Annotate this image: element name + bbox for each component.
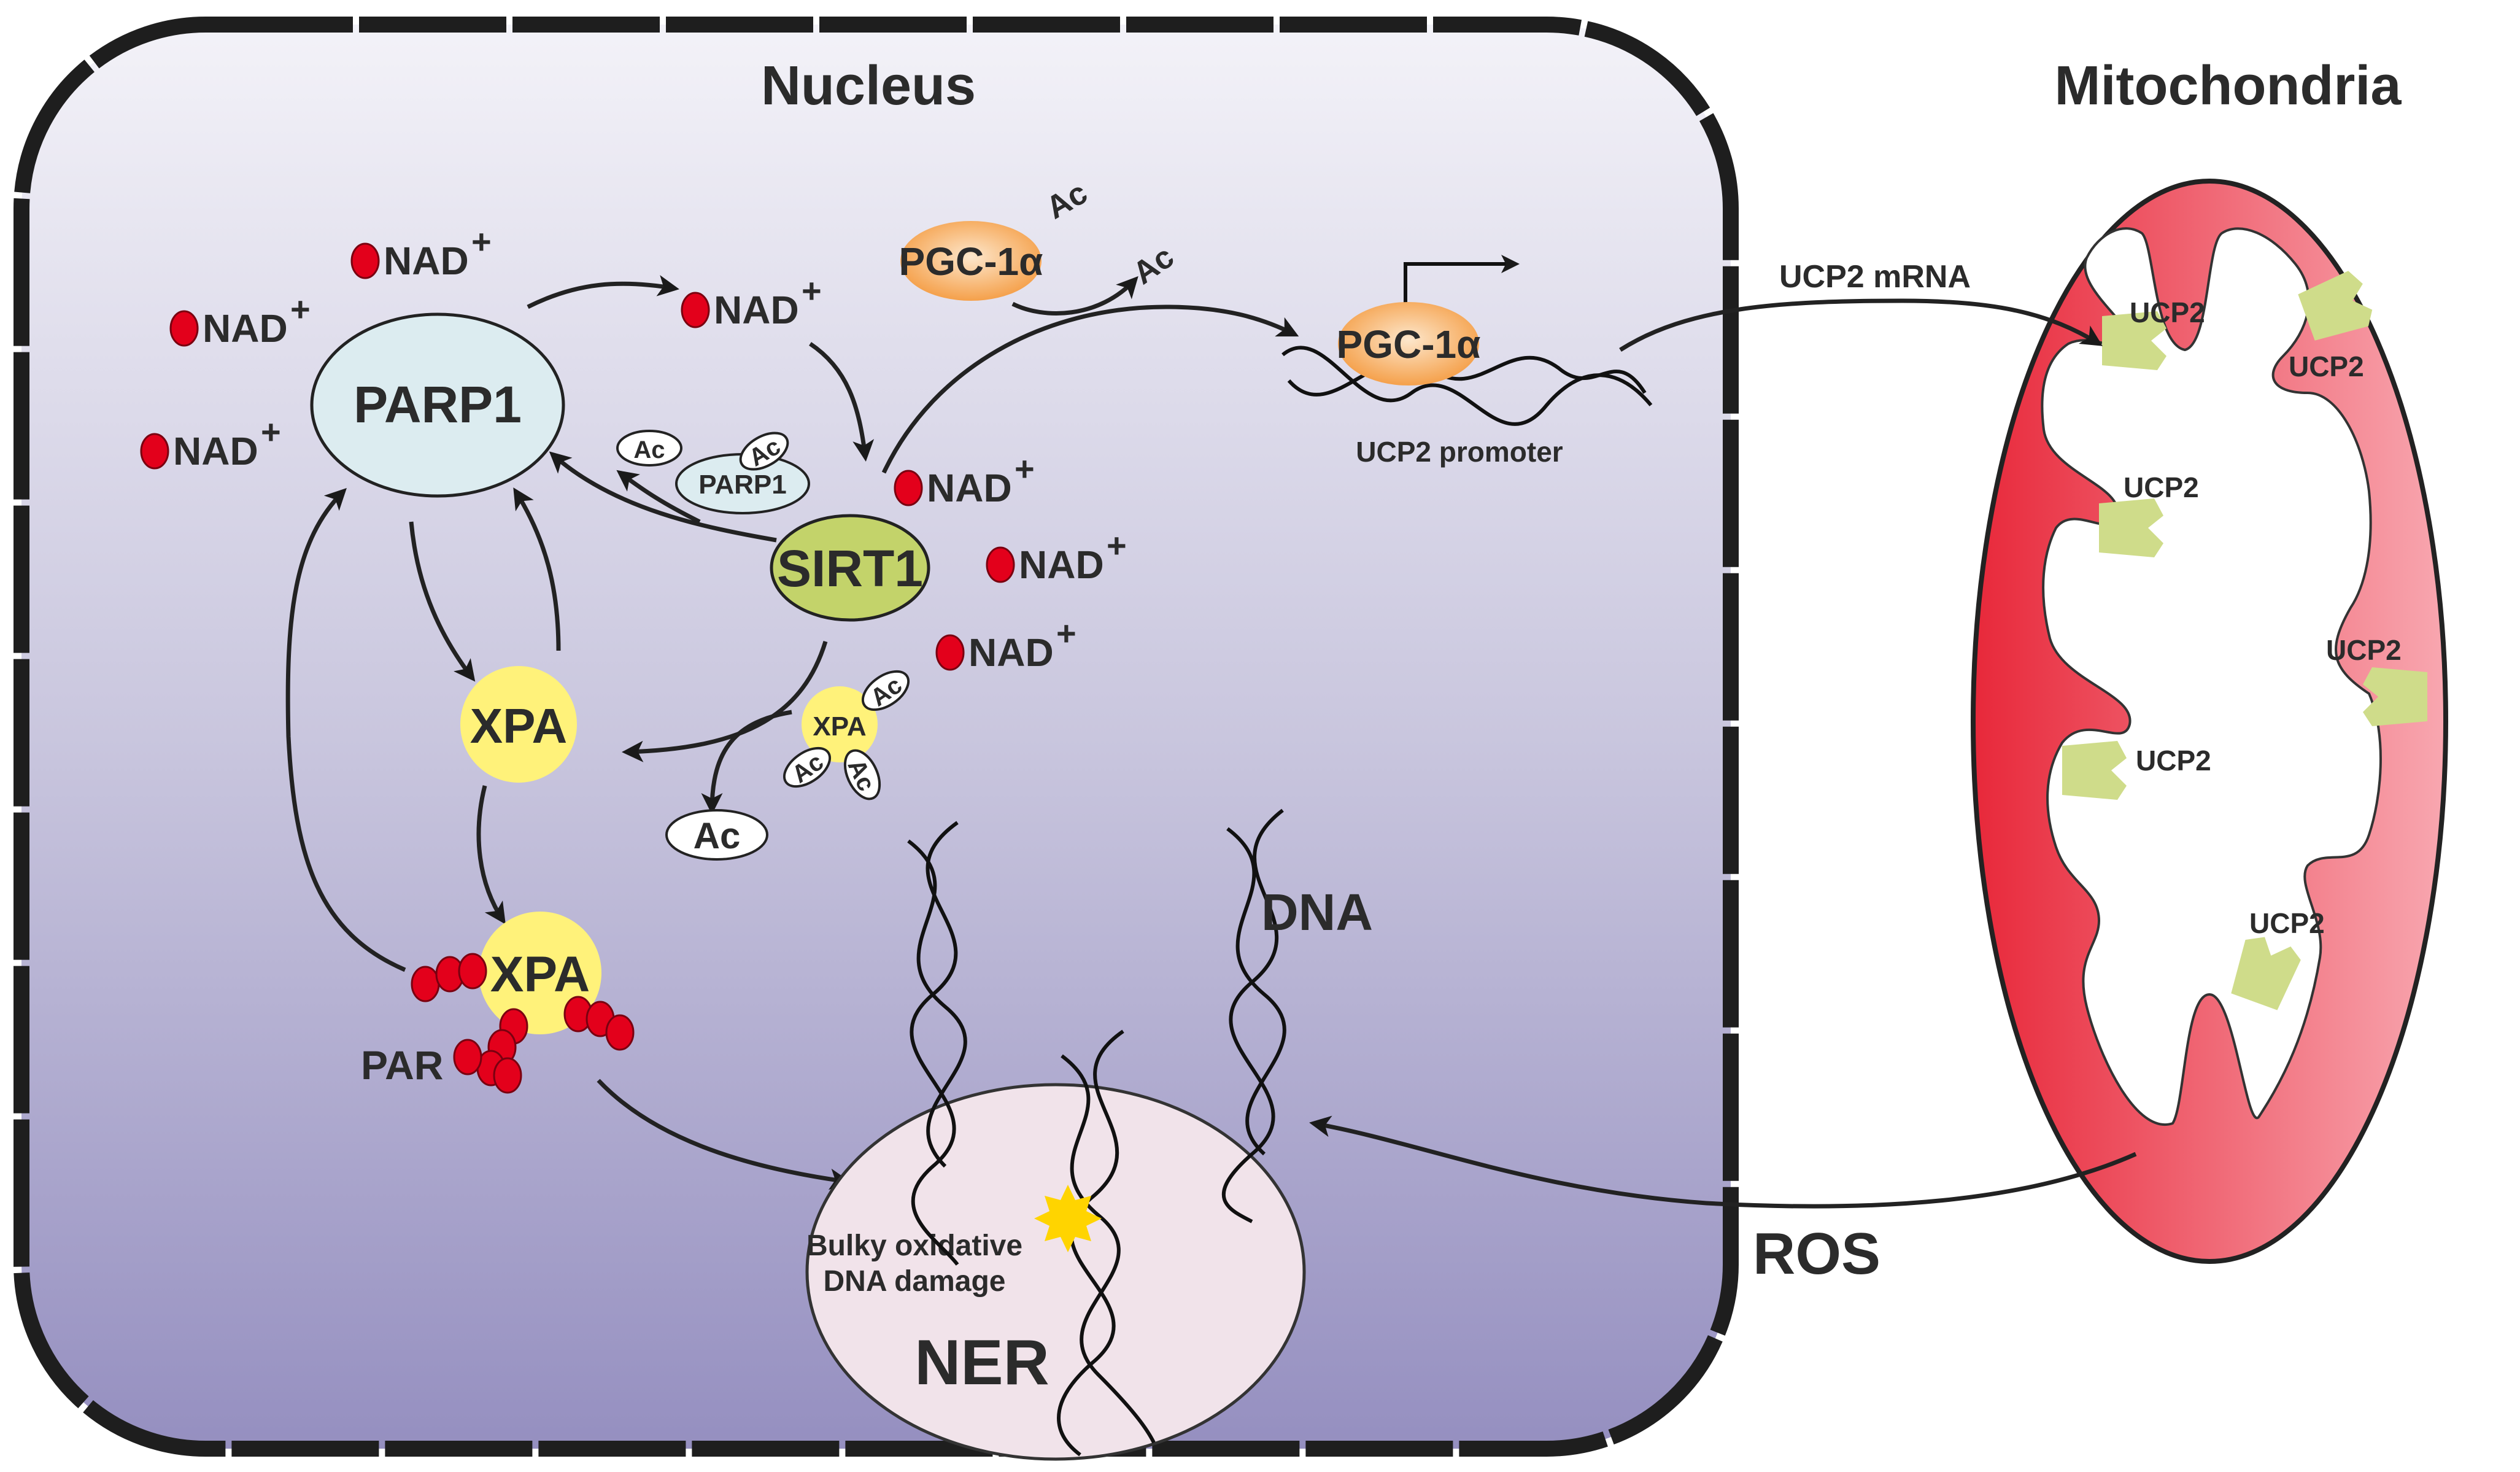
nad-charge: + — [290, 290, 311, 328]
parylated-xpa-label: XPA — [490, 947, 590, 1002]
arrow-sirt1-to-xpa — [622, 640, 828, 762]
ner-complex: NER Bulky oxidative DNA damage — [805, 1083, 1306, 1461]
nad-charge: + — [1107, 526, 1127, 565]
arrow-xpa-to-parp1 — [513, 487, 561, 651]
dna-label: DNA — [1261, 883, 1373, 941]
ucp2-proteins: UCP2 UCP2 UCP2 UCP2 UCP2 UCP2 — [2062, 271, 2427, 1010]
nad-charge: + — [471, 222, 492, 261]
nucleus-title: Nucleus — [761, 55, 976, 117]
ucp2-label: UCP2 — [2136, 745, 2211, 777]
arrow-ros — [1309, 1115, 2137, 1209]
ucp2-label: UCP2 — [2289, 351, 2364, 382]
arrow-parp1-to-xpa — [409, 521, 476, 682]
damage-label-line1: Bulky oxidative — [806, 1230, 1022, 1262]
damage-label-line2: DNA damage — [824, 1265, 1006, 1298]
ac-label: Ac — [694, 815, 741, 856]
ac-group: Ac — [616, 430, 682, 467]
nad-label: NAD — [927, 466, 1012, 510]
nad-charge: + — [802, 271, 822, 310]
arrow-xpa-release-ac — [701, 710, 792, 815]
pgc1a-label: PGC-1α — [1337, 322, 1481, 366]
parp1-protein: PARP1 — [310, 312, 565, 498]
arrow-sirt1-to-parp1 — [549, 451, 777, 543]
pathway-arrows — [285, 275, 1299, 1190]
nad-label: NAD — [1019, 543, 1104, 587]
ucp2-protein: UCP2 — [2102, 296, 2205, 370]
nad-molecule: NAD + — [681, 271, 822, 332]
nad-molecule: NAD + — [935, 614, 1076, 675]
xpa-protein: XPA — [460, 666, 577, 783]
arrow-parp1-consumes-nad — [527, 275, 679, 309]
sirt1-protein: SIRT1 — [770, 514, 930, 622]
mitochondria-title: Mitochondria — [2055, 55, 2402, 117]
ucp2-protein — [2363, 667, 2427, 726]
ucp2-mrna-label: UCP2 mRNA — [1779, 259, 1971, 295]
par-chain — [411, 953, 635, 1094]
nad-label: NAD — [968, 630, 1054, 675]
ros-label: ROS — [1753, 1221, 1880, 1287]
arrow-par-to-parp1 — [285, 488, 406, 972]
acetylated-parp1: PARP1 Ac — [675, 432, 810, 514]
ucp2-label: UCP2 — [2130, 296, 2205, 328]
nad-molecule: NAD + — [169, 290, 311, 351]
xpa-label: XPA — [470, 699, 568, 753]
nad-molecule: NAD + — [894, 449, 1035, 510]
ucp2-label: UCP2 — [2249, 907, 2325, 939]
nad-molecule: NAD + — [986, 526, 1127, 587]
nad-label: NAD — [173, 429, 258, 473]
pgc1a-bound: PGC-1α — [1337, 302, 1481, 385]
ucp2-protein: UCP2 — [2062, 741, 2211, 800]
ac-group: Ac — [665, 809, 768, 861]
arrow-sirt1-to-pgc1a — [881, 304, 1299, 474]
nad-label: NAD — [384, 239, 469, 283]
nad-label: NAD — [203, 306, 288, 351]
dna-helices: DNA — [907, 808, 1373, 1457]
arrow-xpa-to-ner — [597, 1079, 851, 1190]
parp1-label: PARP1 — [354, 376, 522, 433]
ucp2-label: UCP2 — [2326, 634, 2402, 666]
ucp2-protein: UCP2 — [2289, 271, 2373, 382]
sirt1-label: SIRT1 — [777, 540, 923, 597]
acetylated-xpa-label: XPA — [813, 711, 866, 742]
par-label: PAR — [361, 1042, 443, 1088]
nad-molecule: NAD + — [140, 413, 281, 473]
nad-charge: + — [1015, 449, 1035, 488]
nad-charge: + — [1056, 614, 1076, 653]
parylated-xpa: XPA PAR — [361, 912, 635, 1094]
arrow-ucp2-mrna — [1619, 298, 2103, 352]
arrow-parp1-release-ac — [616, 470, 701, 524]
mitochondrion — [1971, 179, 2448, 1264]
arrow-nad-to-sirt1 — [809, 342, 875, 462]
ner-label: NER — [914, 1327, 1049, 1398]
ucp2-promoter-label: UCP2 promoter — [1356, 436, 1563, 468]
ucp2-promoter: UCP2 promoter — [1281, 255, 1653, 468]
ucp2-protein — [2231, 937, 2301, 1010]
arrow-xpa-to-parylated — [476, 785, 506, 924]
mitochondrial-matrix — [2041, 227, 2382, 1126]
acetylated-xpa: XPA Ac Ac Ac — [783, 670, 910, 800]
ac-label: Ac — [633, 436, 665, 463]
arrow-pgc1a-deacetylation — [1011, 276, 1138, 316]
nad-label: NAD — [714, 288, 799, 332]
ucp2-protein: UCP2 — [2099, 471, 2199, 557]
nad-molecule: NAD + — [350, 222, 492, 283]
transcription-start-arrow — [1404, 255, 1520, 319]
dna-lesion-icon — [1034, 1185, 1102, 1252]
nad-charge: + — [261, 413, 281, 451]
pgc1a-label: PGC-1α — [899, 239, 1043, 284]
ucp2-label: UCP2 — [2124, 471, 2199, 503]
acetylated-parp1-label: PARP1 — [698, 470, 786, 500]
nad-molecules: NAD + NAD + NAD + NAD + NAD + NAD + — [140, 222, 1127, 675]
